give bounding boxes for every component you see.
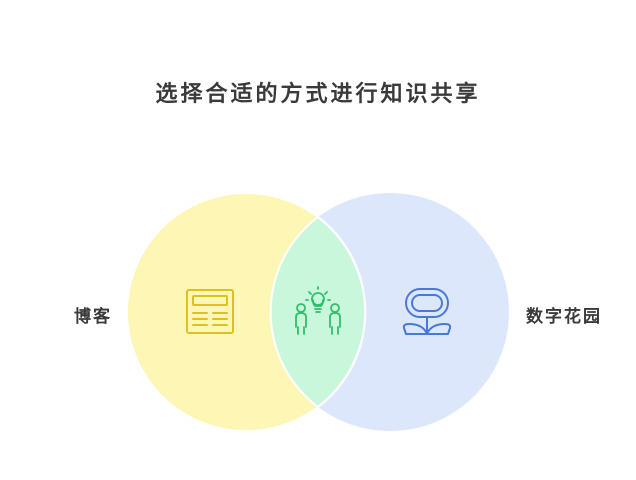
intersection-edge-left [269,216,319,408]
intersection-region [271,193,365,431]
people-idea-icon [295,286,341,335]
diagram-title: 选择合适的方式进行知识共享 [155,81,481,107]
intersection-edge-right [317,216,367,408]
set-label-digital-garden: 数字花园 [526,307,602,327]
flower-icon [402,288,452,335]
newspaper-icon [186,289,234,334]
set-label-blog: 博客 [74,307,112,327]
